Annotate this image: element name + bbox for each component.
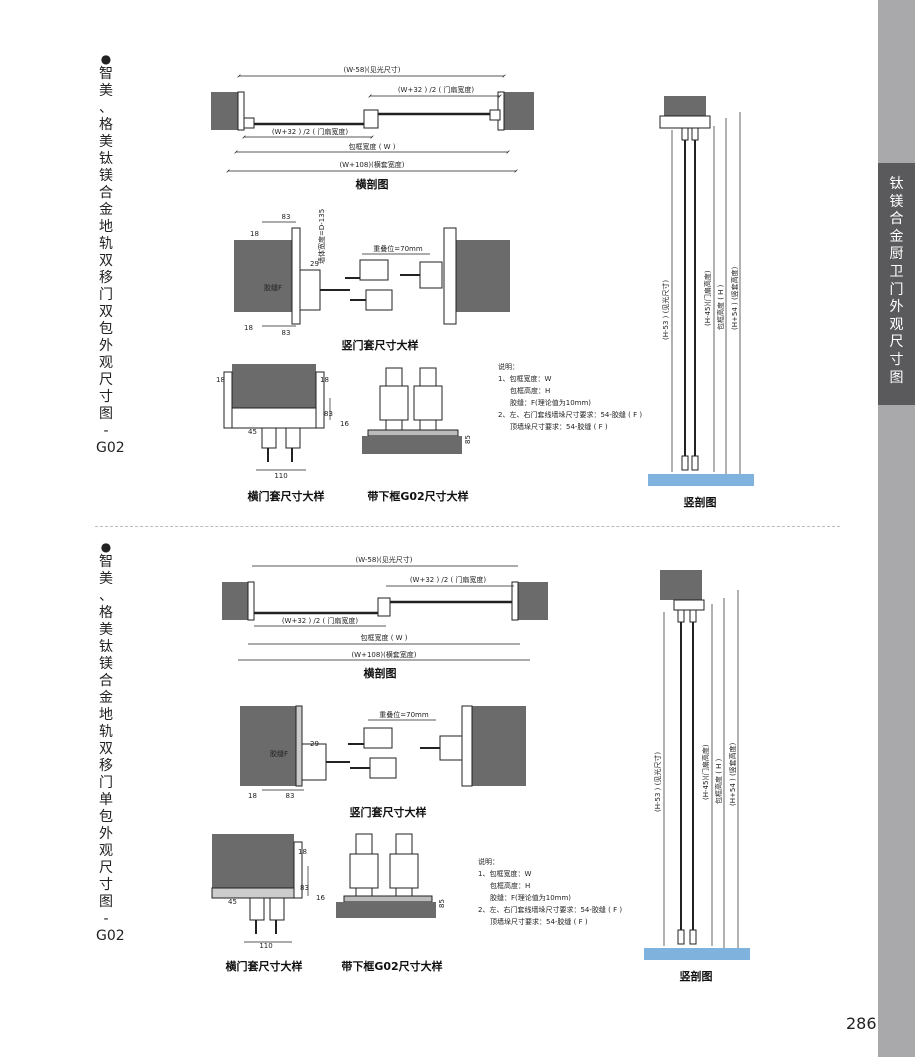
s1-dim-leaf-right: (W+32 ) /2 ( 门扇宽度) <box>398 85 475 94</box>
s2-dim-visible-width: (W-58)(见光尺寸) <box>356 555 413 564</box>
s1-vs-dim-visible: (H-53 ) (见光尺寸) <box>661 280 670 340</box>
s1-vertical-casing-drawing <box>234 221 510 327</box>
s1-bf-dim-85: 85 <box>464 435 472 444</box>
page-number: 286 <box>846 1014 877 1033</box>
s1-horizontal-casing-drawing <box>223 364 331 471</box>
s2-vertical-section <box>644 570 750 960</box>
s2-horizontal-section <box>222 565 548 661</box>
s1-vc-dim-83-bottom: 83 <box>282 329 291 337</box>
s2-horizontal-casing-drawing <box>211 834 309 943</box>
s2-vs-dim-frame: 包框高度 ( H ) <box>714 758 723 804</box>
section-divider <box>95 526 840 527</box>
s2-horizontal-caption: 横剖图 <box>364 666 397 680</box>
s1-hc-dim-83: 83 <box>324 410 333 418</box>
s1-hc-dim-45: 45 <box>248 428 257 436</box>
s1-horizontal-caption: 横剖图 <box>356 177 389 191</box>
s1-bf-caption: 带下框G02尺寸大样 <box>367 489 468 503</box>
s2-hc-dim-45: 45 <box>228 898 237 906</box>
s1-hc-dim-16: 16 <box>340 420 349 428</box>
s1-vs-caption: 竖剖图 <box>684 495 717 509</box>
s1-vc-label-gap: 胶缝F <box>264 283 282 292</box>
s1-notes-line2: 包框高度：H <box>510 386 550 395</box>
section-1-title: ●智美、格美钛镁合金地轨双移门双包外观尺寸图-G02 <box>96 52 125 456</box>
s2-notes-line3: 胶缝：F(理论值为10mm) <box>490 893 571 902</box>
s2-notes-line1: 1、包框宽度：W <box>478 869 531 878</box>
drawing-canvas: (W-58)(见光尺寸) (W+32 ) /2 ( 门扇宽度) (W+32 ) … <box>211 65 754 983</box>
s1-notes-line1: 1、包框宽度：W <box>498 374 551 383</box>
s2-hc-caption: 横门套尺寸大样 <box>226 959 303 973</box>
s2-vc-dim-29: 29 <box>310 740 319 748</box>
s1-notes-line3: 胶缝：F(理论值为10mm) <box>510 398 591 407</box>
s1-notes-line4: 2、左、右门套线墙垛尺寸要求：54-胶缝 ( F ) <box>498 410 642 419</box>
s1-horizontal-section <box>211 74 534 173</box>
s2-vc-caption: 竖门套尺寸大样 <box>350 805 427 819</box>
s2-dim-leaf-left: (W+32 ) /2 ( 门扇宽度) <box>282 616 359 625</box>
s2-hc-dim-18-right: 18 <box>298 848 307 856</box>
s2-vs-caption: 竖剖图 <box>680 969 713 983</box>
side-tab <box>878 163 915 405</box>
s2-notes-line2: 包框高度：H <box>490 881 530 890</box>
s2-dim-casing-width: (W+108)(横套宽度) <box>351 650 416 659</box>
s2-dim-leaf-right: (W+32 ) /2 ( 门扇宽度) <box>410 575 487 584</box>
s2-notes-line5: 顶墙垛尺寸要求：54-胶缝 ( F ) <box>490 917 588 926</box>
s1-bottom-frame-drawing <box>362 367 462 454</box>
s1-hc-caption: 横门套尺寸大样 <box>248 489 325 503</box>
s1-dim-visible-width: (W-58)(见光尺寸) <box>344 65 401 74</box>
s2-bf-caption: 带下框G02尺寸大样 <box>341 959 442 973</box>
s1-notes-line5: 顶墙垛尺寸要求：54-胶缝 ( F ) <box>510 422 608 431</box>
bullet-icon: ● <box>100 540 112 554</box>
s1-vc-dim-83-top: 83 <box>282 213 291 221</box>
side-bar <box>878 0 915 1057</box>
s1-vertical-section <box>648 96 754 486</box>
s2-vs-dim-visible: (H-53 ) (见光尺寸) <box>653 752 662 812</box>
s1-vc-caption: 竖门套尺寸大样 <box>342 338 419 352</box>
s2-notes-heading: 说明： <box>478 857 499 866</box>
s2-vc-dim-18-bottom: 18 <box>248 792 257 800</box>
s1-notes-heading: 说明： <box>498 362 519 371</box>
s1-vs-dim-casing: (H+54 ) (竖套高度) <box>730 266 739 330</box>
side-tab-label: 钛镁合金厨卫门外观尺寸图 <box>889 176 904 386</box>
s1-dim-leaf-left: (W+32 ) /2 ( 门扇宽度) <box>272 127 349 136</box>
s2-bottom-frame-drawing <box>336 833 436 918</box>
s1-dim-frame-width: 包框宽度 ( W ) <box>348 142 395 151</box>
s2-notes-line4: 2、左、右门套线墙垛尺寸要求：54-胶缝 ( F ) <box>478 905 622 914</box>
s2-dim-frame-width: 包框宽度 ( W ) <box>360 633 407 642</box>
s2-vc-dim-83-bottom: 83 <box>286 792 295 800</box>
s1-vc-dim-18-top: 18 <box>250 230 259 238</box>
s2-vertical-casing-drawing <box>240 705 526 791</box>
s2-bf-dim-85: 85 <box>438 899 446 908</box>
s1-vc-overlap: 重叠位=70mm <box>373 244 423 253</box>
s1-dim-casing-width: (W+108)(横套宽度) <box>339 160 404 169</box>
s1-hc-dim-110: 110 <box>274 472 287 480</box>
s1-hc-dim-18-left: 18 <box>216 376 225 384</box>
bullet-icon: ● <box>100 52 112 66</box>
s2-vs-dim-casing: (H+54 ) (竖套高度) <box>728 742 737 806</box>
s1-vc-dim-29: 29 <box>310 260 319 268</box>
s2-vc-label-gap: 胶缝F <box>270 749 288 758</box>
s2-vs-dim-leaf: (H-45)(门扇高度) <box>701 744 710 800</box>
s1-hc-dim-18-right: 18 <box>320 376 329 384</box>
s2-hc-dim-110: 110 <box>259 942 272 950</box>
s2-hc-dim-16: 16 <box>316 894 325 902</box>
s1-vc-dim-wall: 墙体宽度=D-135 <box>317 209 326 264</box>
s2-hc-dim-83: 83 <box>300 884 309 892</box>
s1-vs-dim-leaf: (H-45)(门扇高度) <box>703 270 712 326</box>
s2-vc-overlap: 重叠位=70mm <box>379 710 429 719</box>
s1-vc-dim-18-bottom: 18 <box>244 324 253 332</box>
s1-vs-dim-frame: 包框高度 ( H ) <box>716 284 725 330</box>
